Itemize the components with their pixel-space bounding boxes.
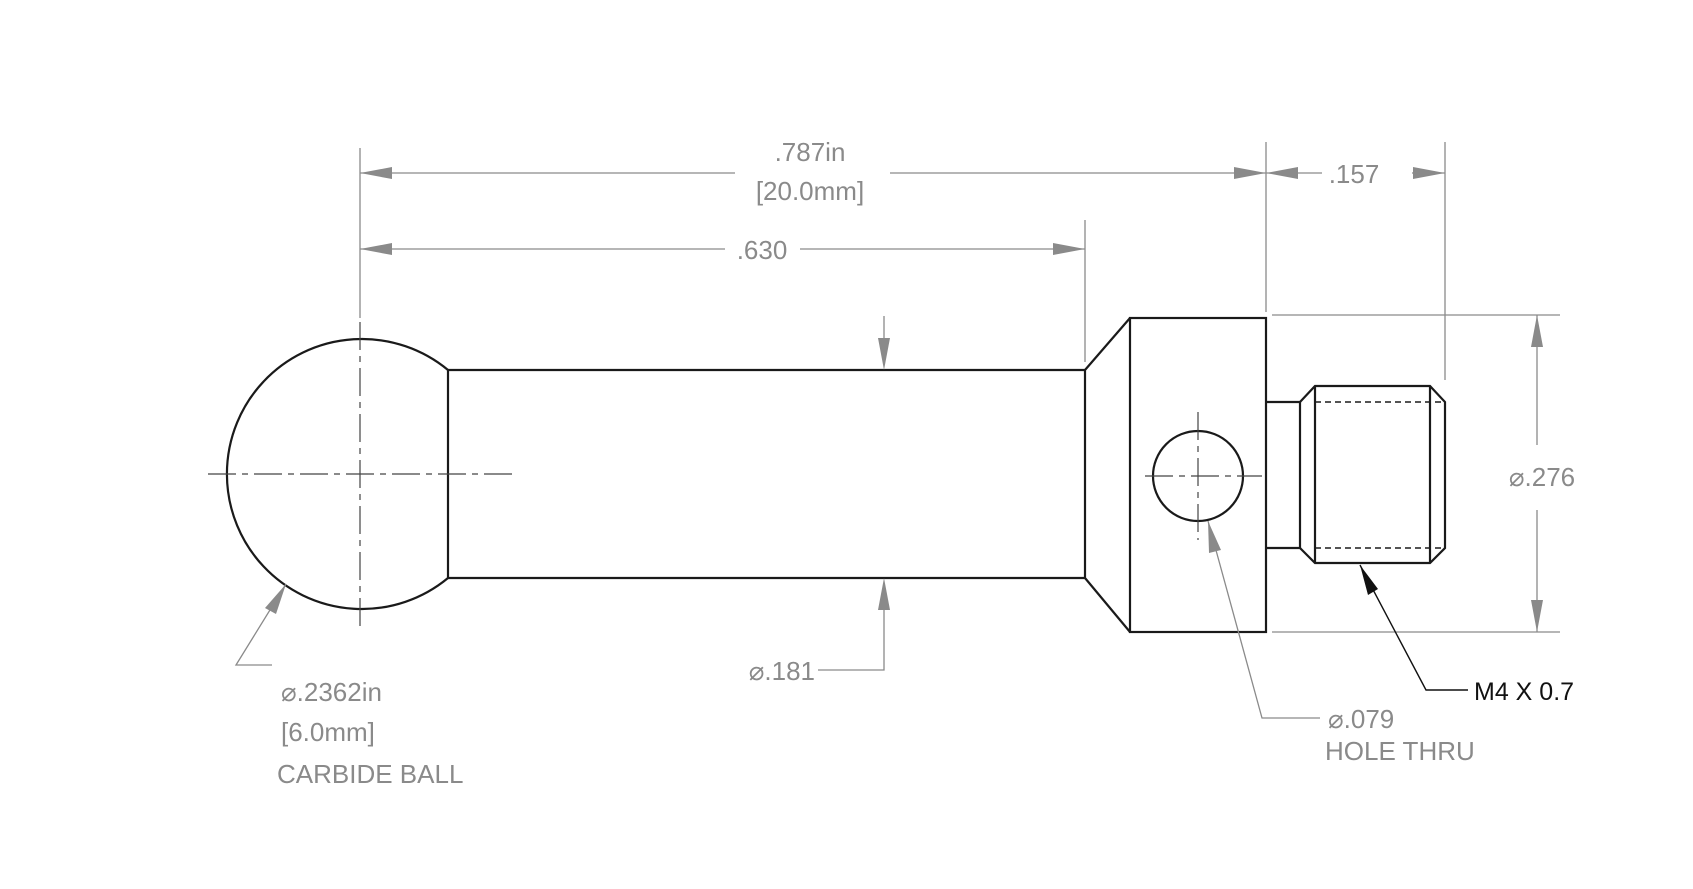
head-block: [1128, 316, 1268, 634]
ball-diameter-label: ⌀.2362in: [281, 677, 382, 707]
chamfer: [1083, 317, 1131, 633]
part-outline: [225, 316, 1447, 634]
dimension-ball-to-shoulder: .630: [360, 235, 1085, 265]
shaft-diameter-label: ⌀.181: [749, 656, 815, 686]
dimension-overall-length: .787in [20.0mm]: [360, 137, 1266, 206]
thread-relief: [1266, 400, 1302, 550]
ball-diameter-mm-label: [6.0mm]: [281, 717, 375, 747]
thread-minor-lines: [1315, 401, 1445, 549]
callout-cross-hole: ⌀.079 HOLE THRU: [1207, 520, 1475, 766]
dimension-head-diameter: ⌀.276: [1509, 315, 1575, 632]
hole-note-label: HOLE THRU: [1325, 736, 1475, 766]
dimension-thread-length: .157: [1266, 159, 1445, 189]
ball-material-label: CARBIDE BALL: [277, 759, 463, 789]
ball-to-shoulder-label: .630: [737, 235, 788, 265]
callout-carbide-ball: ⌀.2362in [6.0mm] CARBIDE BALL: [234, 583, 463, 789]
overall-length-mm-label: [20.0mm]: [756, 176, 864, 206]
threaded-stud: [1299, 384, 1447, 565]
thread-length-label: .157: [1329, 159, 1380, 189]
hole-diameter-label: ⌀.079: [1328, 704, 1394, 734]
extension-lines: [359, 142, 1560, 633]
overall-length-label: .787in: [775, 137, 846, 167]
head-diameter-label: ⌀.276: [1509, 462, 1575, 492]
centerlines: [208, 322, 1262, 626]
dimension-shaft-diameter: ⌀.181: [749, 316, 890, 686]
thread-spec-label: M4 X 0.7: [1474, 678, 1574, 706]
callout-thread: M4 X 0.7: [1359, 564, 1574, 706]
shaft: [446, 368, 1085, 580]
